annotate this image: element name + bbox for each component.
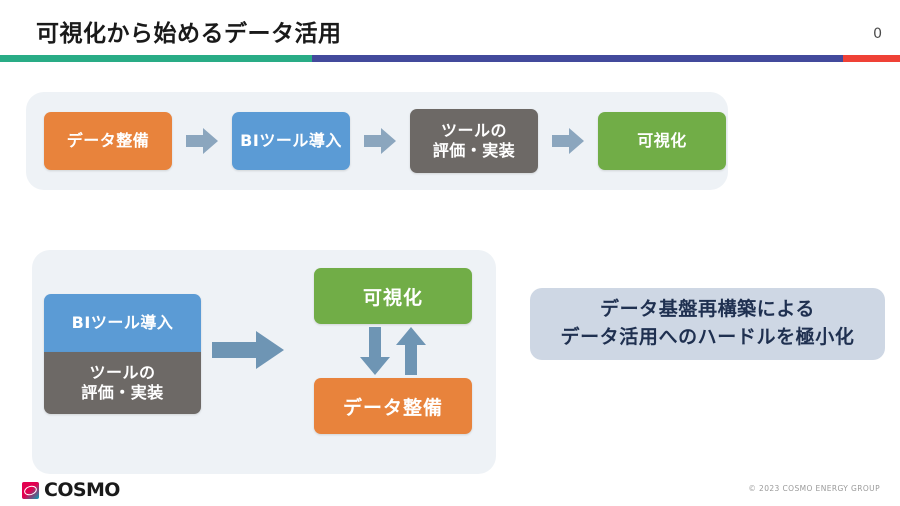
page-number: 0 bbox=[873, 26, 882, 42]
rule-segment-red bbox=[843, 55, 900, 62]
left-stack-group: BIツール導入 ツールの 評価・実装 bbox=[44, 294, 201, 414]
callout-text: データ基盤再構築による データ活用へのハードルを極小化 bbox=[560, 298, 855, 348]
cycle-box-data-preparation[interactable]: データ整備 bbox=[314, 378, 472, 434]
cycle-box-visualization[interactable]: 可視化 bbox=[314, 268, 472, 324]
slide-header: 可視化から始めるデータ活用 0 bbox=[0, 0, 900, 62]
cycle-arrows-group bbox=[314, 324, 472, 378]
down-arrow-icon bbox=[360, 327, 390, 375]
flow-step-data-preparation[interactable]: データ整備 bbox=[44, 112, 172, 170]
top-flow-panel: データ整備 BIツール導入 ツールの 評価・実装 可視化 bbox=[26, 92, 728, 190]
flow-step-visualization[interactable]: 可視化 bbox=[598, 112, 726, 170]
cosmo-logo-mark-icon bbox=[22, 481, 39, 499]
callout-box: データ基盤再構築による データ活用へのハードルを極小化 bbox=[530, 288, 885, 360]
up-arrow-icon bbox=[396, 327, 426, 375]
page-title: 可視化から始めるデータ活用 bbox=[36, 21, 342, 47]
right-chevron-arrow-icon bbox=[186, 126, 218, 156]
right-chevron-arrow-icon bbox=[364, 126, 396, 156]
stack-box-bi-tool-introduction[interactable]: BIツール導入 bbox=[44, 294, 201, 352]
top-flow-row: データ整備 BIツール導入 ツールの 評価・実装 可視化 bbox=[26, 92, 728, 190]
right-arrow-icon bbox=[212, 330, 284, 370]
header-rule-bar bbox=[0, 55, 900, 62]
right-chevron-arrow-icon bbox=[552, 126, 584, 156]
copyright-text: © 2023 COSMO ENERGY GROUP bbox=[748, 484, 880, 493]
cycle-diagram-panel: BIツール導入 ツールの 評価・実装 可視化 データ整備 bbox=[32, 250, 496, 474]
stack-box-tool-evaluation-implementation[interactable]: ツールの 評価・実装 bbox=[44, 352, 201, 414]
cosmo-logo-wordmark: COSMO bbox=[44, 479, 120, 501]
cosmo-logo: COSMO bbox=[22, 479, 120, 501]
cycle-column: 可視化 データ整備 bbox=[314, 268, 472, 434]
flow-step-bi-tool-introduction[interactable]: BIツール導入 bbox=[232, 112, 350, 170]
flow-step-tool-evaluation-implementation[interactable]: ツールの 評価・実装 bbox=[410, 109, 538, 173]
rule-segment-indigo bbox=[312, 55, 843, 62]
rule-segment-teal bbox=[0, 55, 312, 62]
